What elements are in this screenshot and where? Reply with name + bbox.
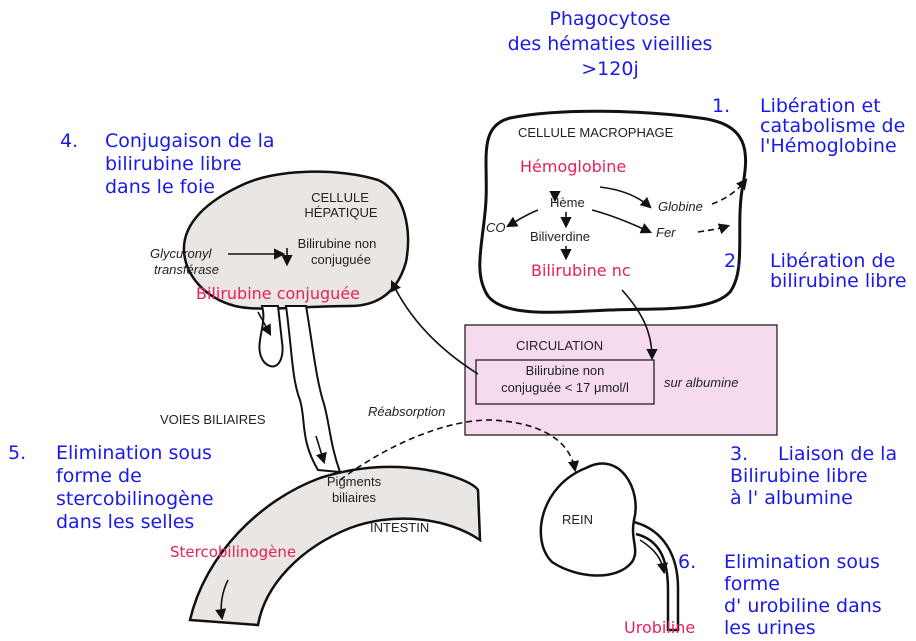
step-4-number: 4. [60,130,78,152]
biliverdine-label: Biliverdine [530,229,590,244]
stercobilinogene-label: Stercobilinogène [170,543,296,561]
bile-duct [259,306,340,472]
bilirubine-conjuguee-label: Bilirubine conjuguée [196,284,360,303]
fer-label: Fer [656,225,676,240]
liver-bilirubin-nc-2: conjuguée [296,252,386,267]
header-line-3: >120j [560,58,660,80]
liver-bilirubin-nc-1: Bilirubine non [282,236,392,251]
enzyme-label-2: transférase [154,262,219,277]
step-1-line-3: l'Hémoglobine [760,135,897,157]
step-2-line-2: bilirubine libre [770,270,907,292]
enzyme-label-1: Glycuronyl [150,246,211,261]
reabsorption-label: Réabsorption [368,404,445,419]
step-3-line-3: à l' albumine [730,487,853,509]
macrophage-cell [480,111,746,312]
macrophage-title: CELLULE MACROPHAGE [518,125,673,140]
step-6-line-1: Elimination sous [724,551,880,573]
hemoglobine-label: Hémoglobine [520,157,626,176]
liver-title-1: CELLULE [300,190,380,205]
step-5-line-1: Elimination sous [56,442,212,464]
step-3-line-2: Bilirubine libre [730,465,868,487]
step-5-line-4: dans les selles [56,511,194,533]
step-1-line-2: catabolisme de [760,115,905,137]
intestin-label: INTESTIN [370,520,429,535]
albumine-label: sur albumine [664,375,738,390]
step-4-line-2: bilirubine libre [105,153,242,175]
step-6-line-3: d' urobiline dans [724,595,882,617]
arrow-urine [640,540,664,572]
step-5-number: 5. [8,442,26,464]
step-2-number: 2. [724,250,742,272]
step-3-line-1: Liaison de la [778,443,897,465]
step-5-line-3: stercobilinogène [56,488,214,510]
heme-label: Hème [550,195,585,210]
globine-label: Globine [658,199,703,214]
pigments-label-2: biliaires [316,490,392,505]
bilirubine-nc-label: Bilirubine nc [531,261,631,280]
header-line-2: des hématies vieillies [500,33,720,55]
step-5-line-2: forme de [56,465,142,487]
header-line-1: Phagocytose [520,8,700,30]
step-6-line-4: les urines [724,617,816,639]
pigments-label-1: Pigments [316,474,392,489]
co-label: CO [486,220,506,235]
circulation-bilirubin-1: Bilirubine non [476,363,654,378]
circulation-title: CIRCULATION [516,338,603,353]
step-4-line-1: Conjugaison de la [105,130,275,152]
step-4-line-3: dans le foie [105,176,215,198]
liver-title-2: HÉPATIQUE [296,205,386,220]
step-3-number: 3. [730,443,748,465]
step-1-number: 1. [712,95,730,117]
ureter [634,522,678,630]
step-2-line-1: Libération de [770,250,895,272]
urobiline-label: Urobiline [624,618,695,637]
circulation-bilirubin-2: conjuguée < 17 μmol/l [476,380,654,395]
rein-label: REIN [562,512,593,527]
step-6-line-2: forme [724,573,780,595]
step-6-number: 6. [678,551,696,573]
voies-biliaires-label: VOIES BILIAIRES [160,412,266,427]
step-1-line-1: Libération et [760,95,881,117]
